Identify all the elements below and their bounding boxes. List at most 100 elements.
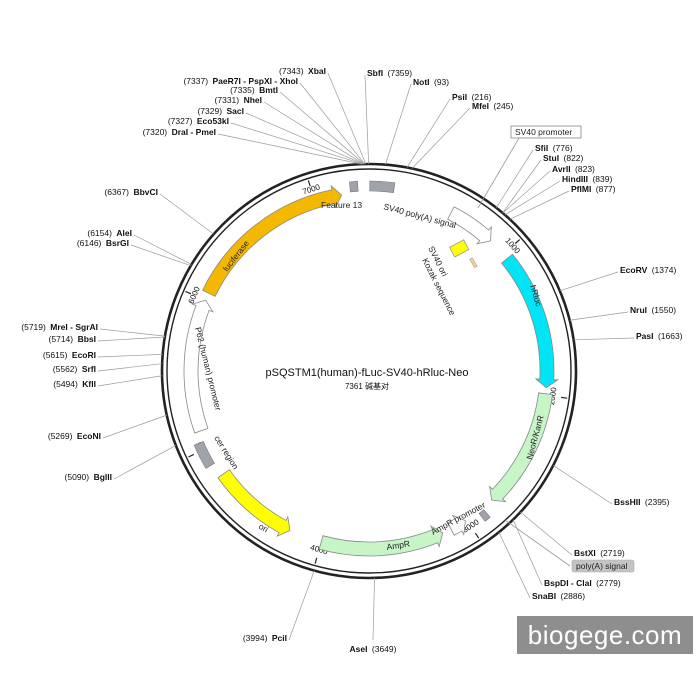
site-position: (7343): [279, 66, 304, 76]
tick-label: 1000: [503, 236, 522, 256]
feature-ampr-promoter: [447, 514, 466, 536]
site-leader-srfi: [97, 363, 163, 372]
site-leader-mfei: [411, 107, 471, 169]
polya-leader: [504, 519, 571, 567]
site-name: BmtI: [259, 85, 278, 95]
site-name: StuI: [543, 153, 559, 163]
site-leader-mrei-sgrai: [99, 328, 165, 337]
site-position: (1550): [651, 305, 676, 315]
site-name: KflI: [82, 379, 96, 389]
site-name: PflMI: [571, 184, 591, 194]
label-sv40-polya: SV40 poly(A) signal: [382, 201, 457, 230]
site-position: (877): [596, 184, 616, 194]
site-leader-xbai: [327, 72, 367, 165]
site-position: (216): [472, 92, 492, 102]
site-label-bsrgi: (6146) BsrGI: [77, 233, 129, 250]
site-leader-saci: [245, 112, 364, 165]
site-leader-econi: [102, 414, 167, 439]
tick-mark: [474, 532, 480, 539]
label-feature-13: Feature 13: [321, 200, 362, 210]
site-position: (776): [553, 143, 573, 153]
site-leader-asei: [372, 577, 375, 641]
site-name: MfeI: [472, 101, 489, 111]
site-label-stui: StuI (822): [543, 148, 584, 165]
site-position: (7329): [197, 106, 222, 116]
site-label-paer7i-pspxi-xhoi: (7337) PaeR7I - PspXI - XhoI: [183, 71, 298, 88]
site-name: BssHII: [614, 497, 640, 507]
site-label-bmti: (7335) BmtI: [230, 80, 278, 97]
site-name: SacI: [227, 106, 245, 116]
site-leader-noti: [385, 83, 412, 165]
site-leader-bmti: [279, 91, 365, 165]
site-leader-psii: [406, 98, 451, 168]
site-position: (1663): [658, 331, 683, 341]
site-leader-stui: [502, 159, 542, 214]
block-cer-region: [193, 441, 215, 469]
site-position: (7331): [215, 95, 240, 105]
site-label-bstxi: BstXI (2719): [574, 543, 625, 560]
site-name: BstXI: [574, 548, 596, 558]
site-label-bbsi: (5714) BbsI: [49, 329, 96, 346]
label-cer-region: cer region: [212, 434, 241, 472]
site-leader-drai-pmei: [217, 133, 362, 165]
site-leader-sbfi: [364, 74, 369, 165]
site-leader-hindiii: [504, 180, 561, 216]
feature-sv40-poly-a-signal: [447, 206, 492, 245]
site-label-bbvci: (6367) BbvCI: [104, 182, 158, 199]
site-name: BglII: [94, 472, 112, 482]
site-position: (1374): [652, 265, 677, 275]
sv40-promoter-label: SV40 promoter: [515, 127, 572, 137]
site-label-eco53ki: (7327) Eco53kI: [168, 111, 229, 128]
site-name: PciI: [272, 633, 287, 643]
feature-neor-kanr: [489, 392, 553, 503]
polya-box: [571, 559, 635, 573]
site-name: SfiI: [535, 143, 548, 153]
site-label-psii: PsiI (216): [452, 87, 492, 104]
site-leader-sfii: [496, 149, 534, 208]
site-name: AleI: [116, 228, 132, 238]
site-name: BsrGI: [106, 238, 129, 248]
site-position: (5090): [65, 472, 90, 482]
site-label-ecorv: EcoRV (1374): [620, 260, 676, 277]
site-leader-bbvci: [159, 193, 214, 235]
site-label-sbfi: SbfI (7359): [367, 63, 412, 80]
site-position: (5719): [21, 322, 46, 332]
site-leader-pcii: [288, 570, 315, 641]
site-label-hindiii: HindIII (839): [562, 169, 612, 186]
feature-hrluc: [501, 253, 560, 389]
site-name: PaeR7I - PspXI - XhoI: [213, 76, 299, 86]
site-name: BbvCI: [133, 187, 158, 197]
site-name: PsiI: [452, 92, 467, 102]
site-position: (7359): [388, 68, 413, 78]
site-position: (839): [592, 174, 612, 184]
site-name: PasI: [636, 331, 654, 341]
block-sv40-poly-a-signal-block: [369, 180, 396, 194]
backbone-inner-ring: [166, 168, 572, 574]
site-position: (2395): [645, 497, 670, 507]
site-leader-paer7i-pspxi-xhoi: [299, 82, 366, 165]
site-leader-bglii: [113, 445, 177, 480]
site-leader-kfli: [97, 375, 163, 387]
site-leader-eco53ki: [230, 122, 364, 165]
site-label-mfei: MfeI (245): [472, 96, 513, 113]
site-label-mrei-sgrai: (5719) MreI - SgrAI: [21, 317, 98, 334]
sv40-ori-box: [449, 239, 470, 258]
site-position: (7337): [183, 76, 208, 86]
site-position: (823): [575, 164, 595, 174]
tick-label: 2000: [547, 386, 558, 405]
watermark-logo: biogege.com: [517, 616, 693, 654]
site-position: (7335): [230, 85, 255, 95]
site-name: HindIII: [562, 174, 588, 184]
site-label-nrui: NruI (1550): [630, 300, 676, 317]
site-position: (2719): [600, 548, 625, 558]
feature-luciferase: [202, 184, 343, 297]
site-leader-snabi: [498, 532, 531, 599]
tick-mark: [188, 453, 195, 458]
site-leader-bstxi: [520, 511, 573, 556]
site-name: NotI: [413, 77, 430, 87]
site-name: MreI - SgrAI: [50, 322, 98, 332]
polya-label: poly(A) signal: [576, 561, 628, 571]
tick-mark: [314, 557, 318, 564]
site-position: (7320): [143, 127, 168, 137]
